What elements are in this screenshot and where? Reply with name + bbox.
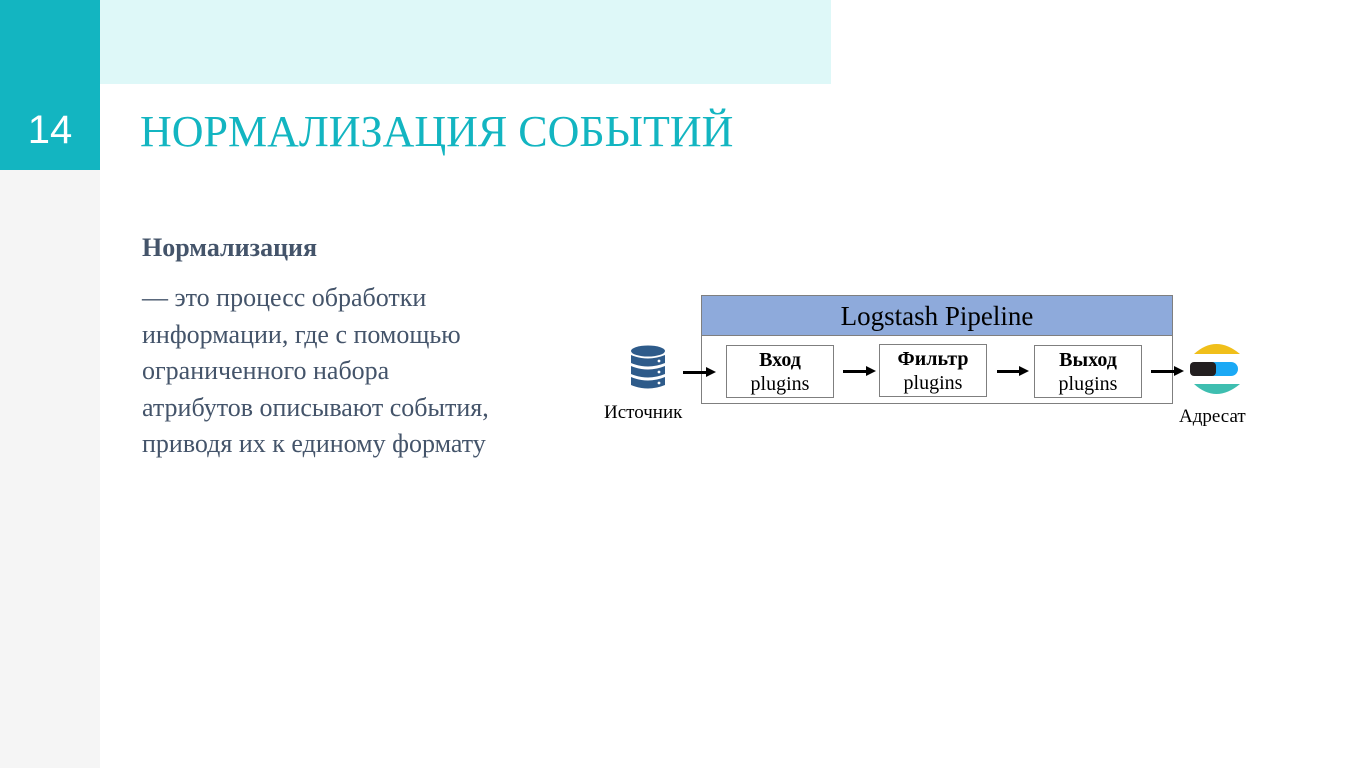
arrow-input-to-filter bbox=[843, 364, 876, 378]
stage-output: Выход plugins bbox=[1034, 345, 1142, 398]
definition-line: атрибутов описывают события, bbox=[142, 392, 489, 422]
definition-line: приводя их к единому формату bbox=[142, 429, 486, 458]
definition-line: информации, где с помощью bbox=[142, 319, 461, 349]
stage-sub: plugins bbox=[750, 373, 810, 395]
stage-name: Вход bbox=[759, 349, 801, 371]
stage-sub: plugins bbox=[903, 372, 963, 394]
arrow-source-to-input bbox=[683, 365, 716, 379]
database-icon bbox=[631, 345, 665, 389]
elasticsearch-logo-icon bbox=[1190, 344, 1240, 394]
source-label: Источник bbox=[604, 402, 683, 423]
slide-title: НОРМАЛИЗАЦИЯ СОБЫТИЙ bbox=[140, 107, 734, 156]
arrow-output-to-destination bbox=[1151, 364, 1184, 378]
destination-label: Адресат bbox=[1179, 406, 1246, 427]
definition-text: — это процесс обработки информации, где … bbox=[142, 280, 582, 463]
stage-input: Вход plugins bbox=[726, 345, 834, 398]
definition-line: ограниченного набора bbox=[142, 356, 390, 385]
stage-name: Фильтр bbox=[897, 348, 969, 370]
left-sidebar-strip bbox=[0, 170, 100, 768]
header-band bbox=[100, 0, 831, 84]
definition-line: — это процесс обработки bbox=[142, 283, 427, 312]
stage-name: Выход bbox=[1059, 349, 1117, 371]
slide-number-box: 14 bbox=[0, 0, 100, 170]
arrow-filter-to-output bbox=[997, 364, 1029, 378]
term-heading: Нормализация bbox=[142, 233, 318, 262]
slide-number: 14 bbox=[27, 108, 73, 152]
stage-sub: plugins bbox=[1058, 373, 1118, 395]
pipeline-title: Logstash Pipeline bbox=[701, 295, 1173, 336]
stage-filter: Фильтр plugins bbox=[879, 344, 987, 397]
